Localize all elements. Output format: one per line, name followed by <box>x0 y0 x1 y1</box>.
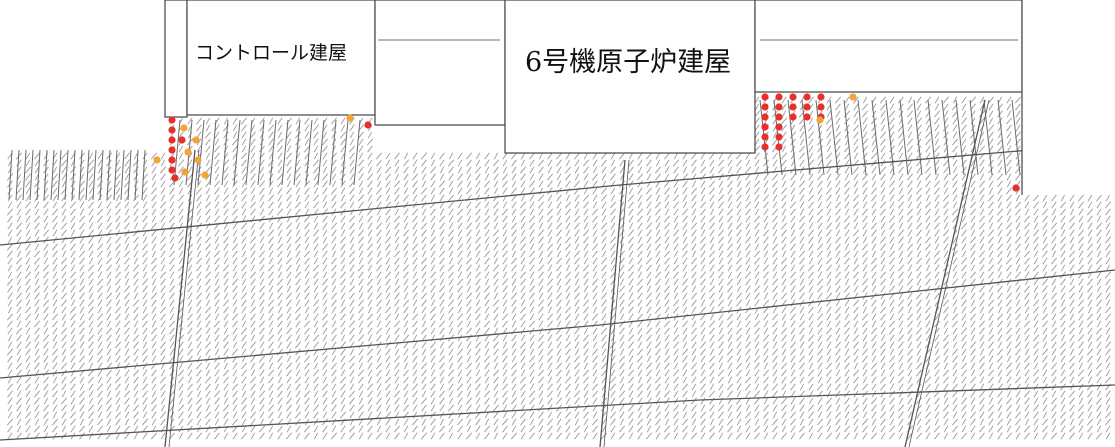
marker-dot <box>789 113 797 121</box>
marker-dot <box>817 103 825 111</box>
marker-dot <box>364 121 372 129</box>
marker-dot <box>761 93 769 101</box>
marker-dot <box>346 114 354 122</box>
fault-line <box>904 99 986 447</box>
fault-line <box>599 159 626 447</box>
marker-dot <box>775 103 783 111</box>
control-building-label: コントロール建屋 <box>195 38 348 65</box>
marker-dot <box>817 93 825 101</box>
right-clear-area <box>1022 0 1115 195</box>
marker-dot <box>775 133 783 141</box>
marker-dot <box>775 93 783 101</box>
reactor-building-label: 6号機原子炉建屋 <box>525 40 732 79</box>
marker-dot <box>178 136 186 144</box>
marker-dot <box>761 103 769 111</box>
control-building-wall <box>164 0 188 118</box>
fault-line <box>603 159 630 447</box>
connecting-structure <box>374 0 506 126</box>
marker-dot <box>168 166 176 174</box>
marker-dot <box>168 146 176 154</box>
marker-dot <box>1012 184 1020 192</box>
marker-dot <box>192 136 200 144</box>
fault-line <box>168 149 200 447</box>
marker-dot <box>775 123 783 131</box>
strata-boundaries <box>0 139 1115 441</box>
marker-dot <box>789 103 797 111</box>
stratum-line <box>0 384 1115 441</box>
marker-dot <box>153 156 161 164</box>
marker-dot <box>761 143 769 151</box>
fault-line <box>908 99 990 447</box>
marker-dot <box>849 93 857 101</box>
marker-dot <box>184 148 192 156</box>
marker-dot <box>194 156 202 164</box>
marker-dot <box>803 103 811 111</box>
marker-dot <box>201 171 209 179</box>
marker-dot <box>761 113 769 121</box>
marker-dot <box>775 113 783 121</box>
marker-dot <box>803 113 811 121</box>
reactor-building-annex <box>754 0 1023 93</box>
marker-dot <box>816 116 824 124</box>
marker-dot <box>180 124 188 132</box>
marker-dot <box>168 156 176 164</box>
marker-dot <box>761 133 769 141</box>
stratum-line <box>0 269 1115 379</box>
marker-dot <box>168 116 176 124</box>
fault-line <box>164 149 196 447</box>
fault-lines <box>164 99 990 447</box>
marker-dot <box>775 143 783 151</box>
marker-dot <box>168 126 176 134</box>
marker-dot <box>789 93 797 101</box>
marker-dot <box>168 136 176 144</box>
marker-dot <box>181 168 189 176</box>
marker-dot <box>803 93 811 101</box>
vector-ticks <box>6 96 1112 440</box>
failure-markers <box>153 93 1020 192</box>
marker-dot <box>171 174 179 182</box>
marker-dot <box>761 123 769 131</box>
